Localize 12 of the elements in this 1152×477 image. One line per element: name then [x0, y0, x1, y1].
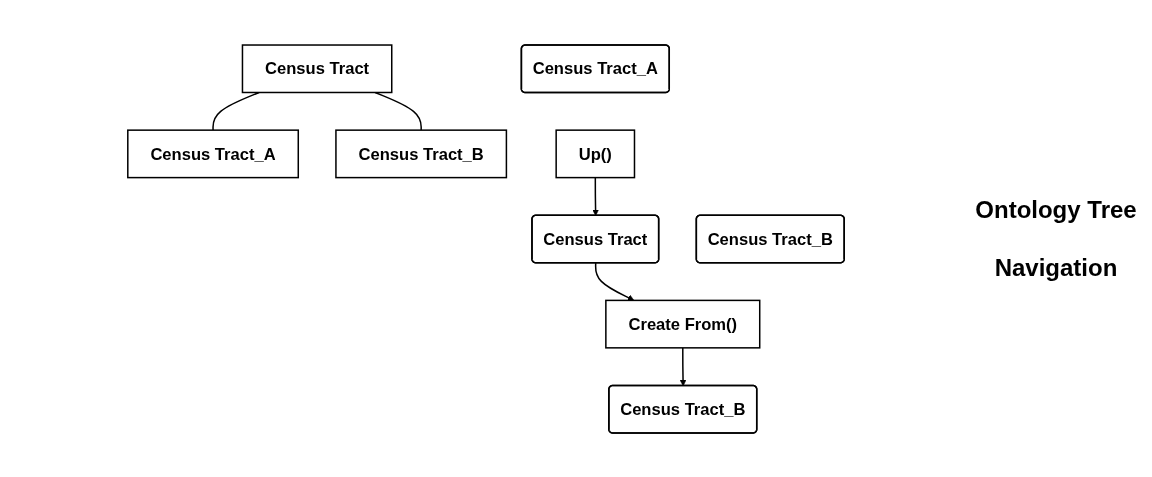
node-box: Census Tract_B	[335, 128, 508, 178]
node-box: Census Tract_A	[127, 128, 300, 178]
arrow	[594, 261, 635, 301]
arrow	[679, 346, 687, 386]
node-box: Create From()	[605, 299, 761, 349]
caption-text: Navigation	[993, 253, 1119, 282]
caption-text: Ontology Tree	[974, 195, 1138, 224]
connector	[212, 91, 260, 131]
node-box: Census Tract	[241, 43, 393, 93]
arrow	[592, 176, 599, 216]
node-box: Up()	[555, 128, 636, 178]
connector	[374, 91, 422, 131]
